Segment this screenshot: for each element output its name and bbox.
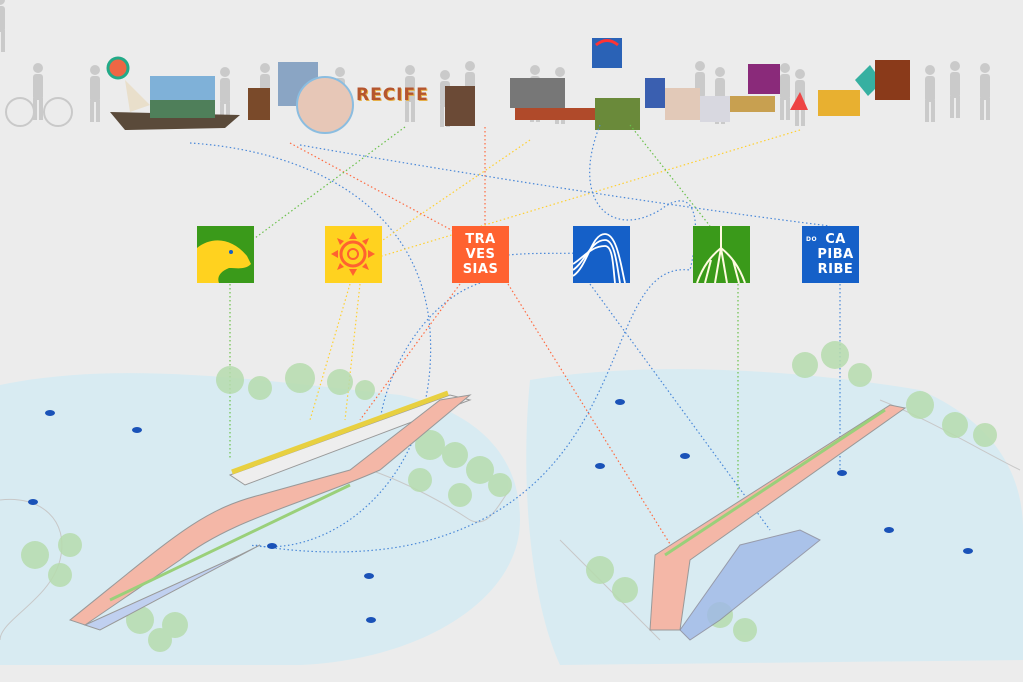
connection-lines xyxy=(189,124,841,561)
sun-icon[interactable] xyxy=(325,226,382,283)
do-capibaribe-icon[interactable]: DO CA PIBA RIBE xyxy=(802,226,859,283)
do-capibaribe-line-2: PIBA xyxy=(817,247,854,262)
river-right xyxy=(526,369,1023,665)
travessias-line-1: TRA xyxy=(465,232,496,247)
trees xyxy=(21,341,997,652)
bridge-right xyxy=(649,404,907,641)
bridge-left xyxy=(68,390,472,631)
travessias-icon[interactable]: TRA VES SIAS xyxy=(452,226,509,283)
waves-icon[interactable] xyxy=(573,226,630,283)
travessias-line-3: SIAS xyxy=(462,262,499,277)
fish xyxy=(28,399,973,623)
people-silhouettes xyxy=(0,0,990,127)
photo-collage xyxy=(106,38,910,134)
travessias-line-2: VES xyxy=(465,247,496,262)
roots-icon[interactable] xyxy=(693,226,750,283)
do-capibaribe-line-1: CA xyxy=(825,232,846,247)
recife-label: RECIFE xyxy=(356,85,429,105)
capybara-icon[interactable] xyxy=(197,226,254,283)
do-capibaribe-line-3: RIBE xyxy=(817,262,854,277)
do-capibaribe-prefix: DO xyxy=(806,236,818,243)
